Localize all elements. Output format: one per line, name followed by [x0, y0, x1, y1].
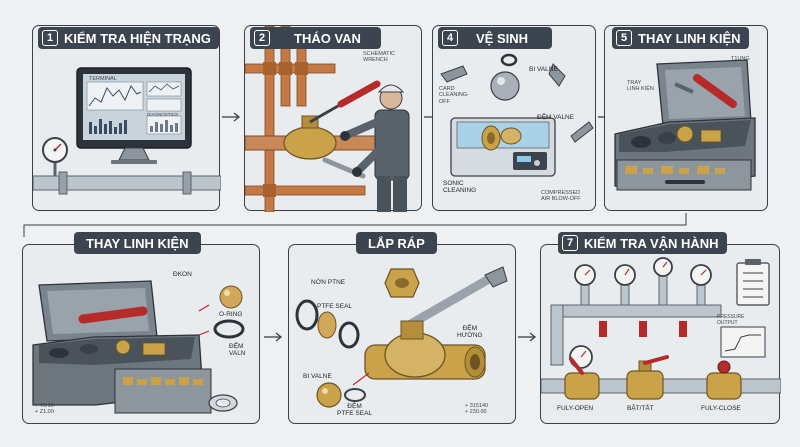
step-7-title-text: KIỂM TRA VẬN HÀNH: [584, 235, 719, 251]
fully-open-label: FULY-OPEN: [557, 405, 594, 412]
arrow-right-icon: [264, 332, 283, 342]
o-ring-label: O-RING: [219, 311, 243, 318]
connector-arrow: [23, 213, 687, 237]
dem-huong-label: ĐỆM HƯƠNG: [457, 325, 483, 340]
fully-close-label: FULY-CLOSE: [701, 405, 741, 412]
tlung-label: T1UNG: [731, 56, 750, 62]
arrow-right-icon: [222, 112, 241, 122]
dimension-note: + T5.10 + Z1.00: [35, 403, 54, 416]
assembly-title: LẮP RÁP: [356, 232, 437, 254]
assembly-illustration: [295, 266, 508, 408]
card-cleaning-label: CARD CLEANING- OFF: [439, 86, 469, 105]
step-7-illustration: [541, 257, 781, 400]
arrow-right-icon: [518, 332, 537, 342]
step-7-title: 7 KIỂM TRA VẬN HÀNH: [558, 232, 727, 254]
step-5-illustration: [614, 59, 756, 191]
step-4-illustration: [440, 53, 594, 177]
step-2-number: 2: [254, 30, 270, 46]
replace-parts-title-text: THAY LINH KIỆN: [86, 235, 189, 251]
assembly-dimension-note: + 315140 + 230.00: [465, 403, 489, 416]
step-1-number: 1: [42, 30, 58, 46]
ptfe-seal-label: PTFE SEAL: [317, 303, 353, 310]
terminal-label: TERMINAL: [89, 76, 117, 82]
panel-replace-parts: ĐKON O-RING ĐỆM VALN + T5.10 + Z1.00: [22, 244, 260, 424]
dkon-label: ĐKON: [173, 271, 192, 278]
step-4-number: 4: [442, 30, 458, 46]
step-5-number: 5: [616, 30, 632, 46]
replace-parts-illustration: [32, 280, 245, 414]
panel-step-7: PRESSURE OUTPUT FULY-OPEN BẬT/TẮT FULY-C…: [540, 244, 781, 424]
dem-valne-label: ĐỆM VALNE: [537, 114, 575, 121]
bi-valne-label: BI VALNE: [529, 66, 558, 73]
panel-assembly: NỚN PTNE PTFE SEAL ĐỆM HƯƠNG BI VALNE ĐỆ…: [288, 244, 516, 424]
panel-step-5: T1UNG TRAY LINH KIỆN: [604, 25, 768, 211]
step-1-illustration: [33, 67, 221, 195]
step-5-title: 5 THAY LINH KIỆN: [612, 27, 749, 49]
pressure-output-label: PRESSURE OUTPUT: [717, 314, 745, 326]
step-2-title: 2 THÁO VAN: [250, 27, 381, 49]
panel-step-1: TERMINAL DIAGNOSTICS: [32, 25, 221, 211]
dem-ptfe-seal-label: ĐỆM PTFE SEAL: [337, 403, 373, 418]
step-4-title-text: VỆ SINH: [476, 30, 529, 46]
diagnostics-label: DIAGNOSTICS: [147, 112, 179, 117]
replace-parts-title: THAY LINH KIỆN: [74, 232, 201, 254]
panel-step-2: SCHEMATIC WRENCH: [244, 25, 422, 212]
step-4-title: 4 VỆ SINH: [438, 27, 553, 49]
step-5-title-text: THAY LINH KIỆN: [638, 30, 741, 46]
step-2-illustration: [245, 26, 410, 212]
step-7-number: 7: [562, 235, 578, 251]
dem-valn-label: ĐỆM VALN: [229, 343, 246, 358]
non-ptne-label: NỚN PTNE: [311, 279, 346, 286]
assembly-title-text: LẮP RÁP: [368, 235, 425, 251]
panel-step-4: CARD CLEANING- OFF BI VALNE ĐỆM VALNE SO…: [432, 25, 596, 211]
bat-tat-label: BẬT/TẮT: [627, 405, 654, 412]
tray-label: TRAY LINH KIỆN: [627, 80, 654, 93]
step-1-title-text: KIỂM TRA HIỆN TRẠNG: [64, 30, 211, 46]
step-2-title-text: THÁO VAN: [294, 30, 361, 46]
bi-valne-assembly-label: BI VALNE: [303, 373, 332, 380]
sonic-cleaning-label: SONIC CLEANING: [443, 180, 477, 195]
schematic-wrench-label: SCHEMATIC WRENCH: [363, 51, 395, 64]
step-1-title: 1 KIỂM TRA HIỆN TRẠNG: [38, 27, 219, 49]
compressed-air-label: COMPRESSED AIR BLOW-OFF: [541, 190, 581, 203]
